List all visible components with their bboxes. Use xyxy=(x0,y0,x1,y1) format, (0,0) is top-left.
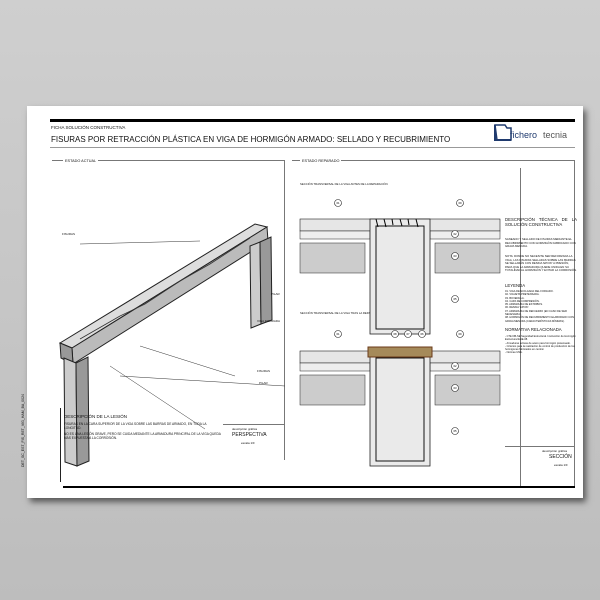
lesion-bracket xyxy=(60,408,62,482)
desc-title: Descripción técnica de la solución const… xyxy=(505,217,577,227)
callout-before: 03 xyxy=(451,252,459,260)
block-divider xyxy=(223,424,285,425)
callout-after: 05 xyxy=(451,427,459,435)
scale-left: escala 1/F xyxy=(241,441,255,445)
legend-list: 01. Viga descolgada del forjado. 02. Vig… xyxy=(505,290,577,323)
section-before xyxy=(299,218,501,335)
legend-item: 01. Viga descolgada del forjado. xyxy=(505,290,554,293)
side-code: DET_SC_est_fis_ret_vig_ham_ba_0024 xyxy=(20,394,25,467)
section-after-title: Sección transversal de la viga tras la r… xyxy=(300,311,382,315)
callout-after: 08 xyxy=(391,330,399,338)
logo-mark-icon xyxy=(494,124,512,141)
header-divider xyxy=(50,147,575,148)
label-fisuras-top: Fisuras xyxy=(62,232,76,236)
callout-after: 09 xyxy=(456,330,464,338)
section-before-title: Sección transversal de la viga antes de … xyxy=(300,182,388,186)
svg-text:06: 06 xyxy=(420,332,424,336)
callout-before: 05 xyxy=(451,295,459,303)
callout-after: 01 xyxy=(334,330,342,338)
legend-item: 08. Hormigón de recubrimiento elaborado … xyxy=(505,316,574,323)
label-pilar-left: Pilar xyxy=(259,381,268,385)
label-fisuras-bottom: Fisuras xyxy=(257,369,271,373)
norm-title: Normativa relacionada xyxy=(505,327,562,332)
svg-text:01: 01 xyxy=(336,201,340,205)
norm-item: - Armaduras activas de acero para hormig… xyxy=(505,341,571,345)
legend-item: 07. Armadura de refuerzo (en caso de ser… xyxy=(505,309,567,317)
legend-title: Leyenda xyxy=(505,283,526,288)
scale-right: escala 1/F xyxy=(554,463,568,467)
label-viga-fisurada: Viga fisurada xyxy=(257,319,281,323)
svg-text:05: 05 xyxy=(453,429,457,433)
drawing-sheet: Ficha solución constructiva Fisuras por … xyxy=(21,106,583,498)
svg-text:09: 09 xyxy=(458,201,462,205)
callout-before: 02 xyxy=(451,230,459,238)
callout-after: 06 xyxy=(418,330,426,338)
label-pilar-right: Pilar xyxy=(271,292,280,296)
section-drawings: 01 09 02 03 05 01 08 07 06 09 02 03 05 xyxy=(299,199,501,467)
graphic-label-left: descripción gráfica xyxy=(232,427,258,431)
norm-list: - CTE DB-SE Seguridad Estructural. Instr… xyxy=(505,335,577,355)
lesion-text-2: No es una lesión grave, pero se cuida me… xyxy=(64,432,221,441)
beam-perspective-drawing xyxy=(58,223,286,467)
logo-text-b: tecnia xyxy=(543,130,568,140)
legend-item: 05. Armadura de estribos. xyxy=(505,303,543,307)
legend-item: 04. Capa de compresión. xyxy=(505,299,540,303)
note-text: Nota: donde no necesite ser reforzada la… xyxy=(505,254,577,273)
callout-after: 07 xyxy=(404,330,412,338)
logo-text-a: fichero xyxy=(510,130,538,140)
graphic-value-left: Perspectiva xyxy=(232,432,267,438)
estado-actual-title: Estado actual xyxy=(63,159,99,164)
svg-text:03: 03 xyxy=(453,254,457,258)
graphic-value-right: Sección xyxy=(549,454,572,460)
bottom-rule xyxy=(63,486,575,488)
svg-text:05: 05 xyxy=(453,297,457,301)
svg-text:03: 03 xyxy=(453,386,457,390)
callout-after: 03 xyxy=(451,384,459,392)
callout-after: 02 xyxy=(451,362,459,370)
block-divider xyxy=(505,446,575,447)
legend-item: 06. Resina 'epoxi'. xyxy=(505,306,530,310)
desc-text: Saneado y sellado de fisuras mediante el… xyxy=(505,237,576,249)
graphic-label-right: descripción gráfica xyxy=(542,449,568,453)
svg-text:09: 09 xyxy=(458,332,462,336)
sheet-kicker: Ficha solución constructiva xyxy=(51,125,126,130)
legend-item: 03. Bovedilla. xyxy=(505,296,525,300)
norm-item: - CTE DB-SE Seguridad Estructural. Instr… xyxy=(505,335,576,342)
estado-reparado-frame xyxy=(292,160,575,488)
callout-before: 09 xyxy=(456,199,464,207)
sheet-title: Fisuras por retracción plástica en viga … xyxy=(51,135,451,144)
right-panel-divider xyxy=(520,168,521,488)
svg-text:01: 01 xyxy=(336,332,340,336)
estado-reparado-title: Estado reparado xyxy=(300,159,342,164)
svg-text:07: 07 xyxy=(406,332,410,336)
norm-item: - Normas UNE. xyxy=(505,351,523,355)
estado-actual-frame xyxy=(52,160,285,460)
svg-text:02: 02 xyxy=(453,232,457,236)
logo: fichero tecnia xyxy=(493,122,575,146)
lesion-text-1: Fisuras en la cara superior de la viga s… xyxy=(64,422,207,431)
legend-item: 02. Vigueta pretensada. xyxy=(505,293,540,297)
norm-item: - Criterios para la realización de contr… xyxy=(505,344,575,352)
svg-text:08: 08 xyxy=(393,332,397,336)
top-rule xyxy=(50,119,575,122)
section-after xyxy=(299,346,501,467)
svg-text:02: 02 xyxy=(453,364,457,368)
lesion-title: Descripción de la lesión xyxy=(64,414,128,419)
callout-before: 01 xyxy=(334,199,342,207)
